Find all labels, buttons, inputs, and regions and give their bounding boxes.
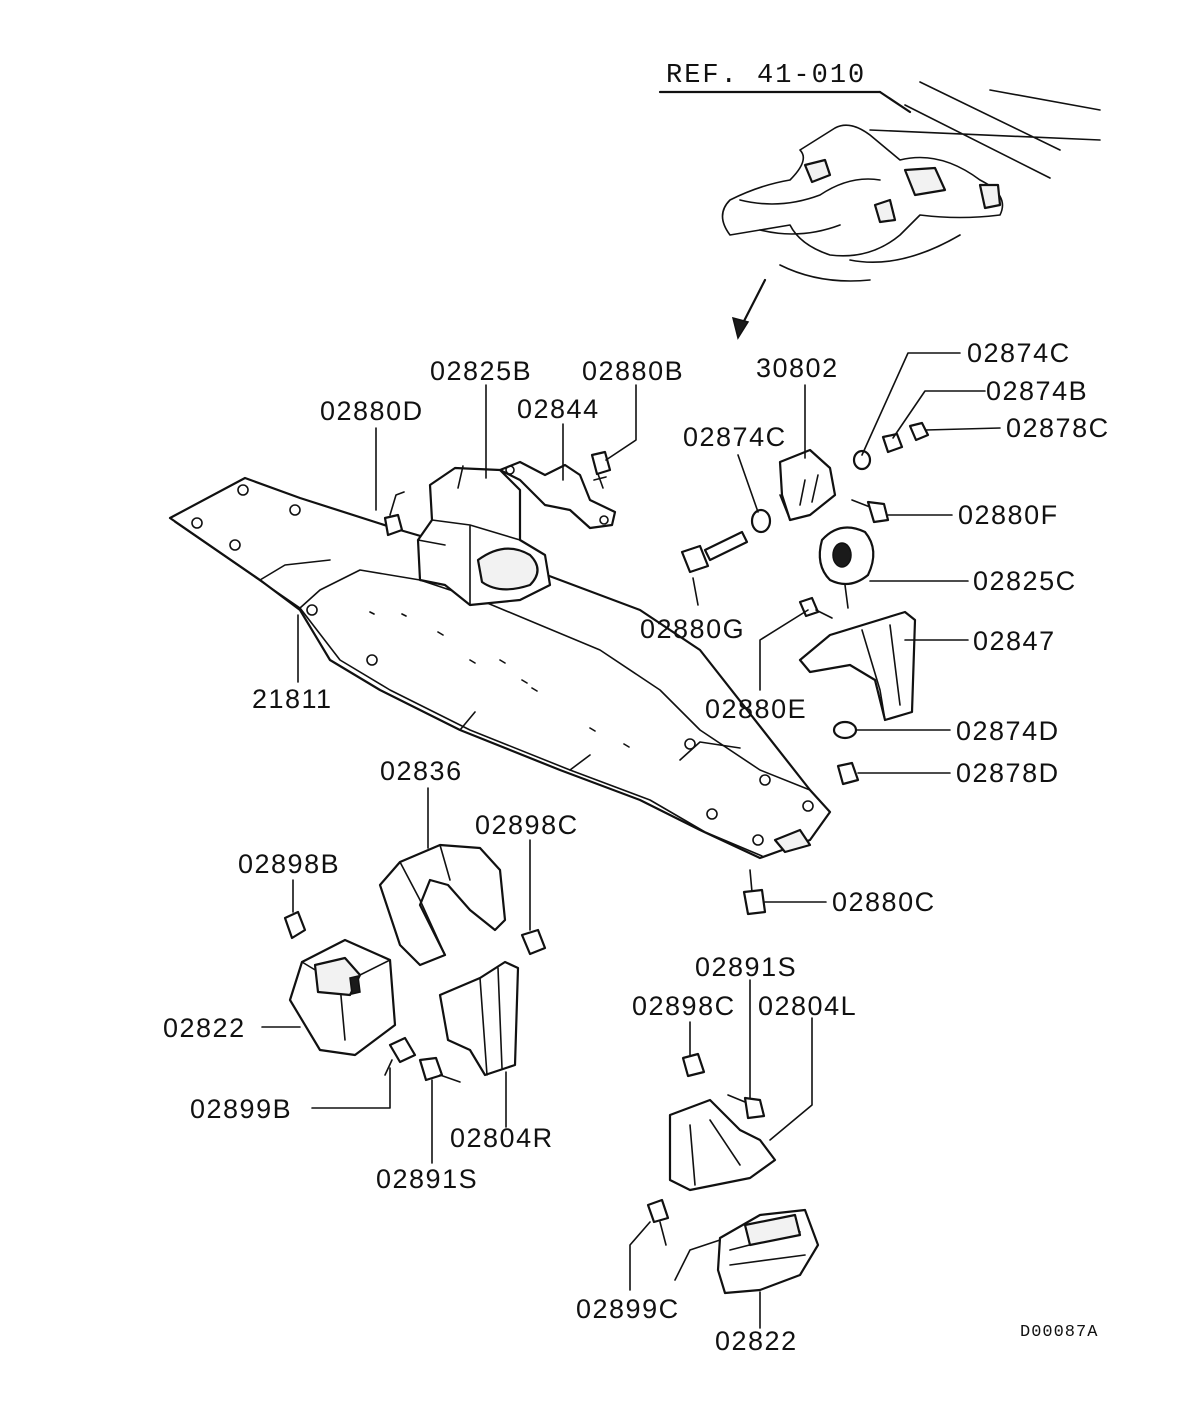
label-02844: 02844 [517, 394, 600, 424]
label-02847: 02847 [973, 626, 1056, 656]
nut-02898C-left [520, 928, 547, 956]
bracket-30802 [778, 448, 837, 522]
bolt-02880F [851, 499, 890, 524]
label-02825C: 02825C [973, 566, 1077, 596]
bolt-02880D [383, 491, 405, 537]
label-02822-bottom: 02822 [715, 1326, 798, 1356]
reference-label: REF. 41-010 [666, 61, 866, 91]
label-02880F: 02880F [958, 500, 1059, 530]
washer-02874B [881, 432, 904, 454]
bracket-02804L [668, 1098, 777, 1192]
label-02880C: 02880C [832, 887, 936, 917]
label-02891S-left: 02891S [376, 1164, 478, 1194]
label-02880B: 02880B [582, 356, 684, 386]
label-02822-left: 02822 [163, 1013, 246, 1043]
label-02880G: 02880G [640, 614, 745, 644]
washer-02874C-left [750, 508, 772, 534]
bracket-02844 [498, 460, 617, 530]
nut-02898B [283, 910, 307, 940]
nut-02878D [836, 761, 860, 786]
label-02891S-right: 02891S [695, 952, 797, 982]
washer-02874C-top [852, 449, 872, 471]
label-21811: 21811 [252, 684, 333, 714]
bolt-02899C [646, 1198, 670, 1246]
label-02874B: 02874B [986, 376, 1088, 406]
heat-shield-02836 [378, 843, 507, 967]
label-02898C-left: 02898C [475, 810, 579, 840]
label-02880E: 02880E [705, 694, 807, 724]
leader-lines [261, 352, 1001, 1329]
reference-frame-inset [658, 81, 1101, 340]
label-02836: 02836 [380, 756, 463, 786]
label-02878D: 02878D [956, 758, 1060, 788]
label-02898B: 02898B [238, 849, 340, 879]
engine-mount-02825B [416, 465, 552, 607]
label-02899C: 02899C [576, 1294, 680, 1324]
washer-02874D [832, 720, 858, 740]
bolt-02880G [680, 530, 749, 574]
label-30802: 30802 [756, 353, 839, 383]
label-02874D: 02874D [956, 716, 1060, 746]
nut-02878C [908, 421, 930, 442]
label-02874C-top: 02874C [967, 338, 1071, 368]
engine-mount-02822-bottom [716, 1208, 820, 1295]
bolt-02880C [742, 869, 767, 916]
bolt-02899B [384, 1036, 417, 1076]
drawing-code: D00087A [1020, 1323, 1098, 1342]
label-02880D: 02880D [320, 396, 424, 426]
label-02874C-left: 02874C [683, 422, 787, 452]
label-02804L: 02804L [758, 991, 857, 1021]
bushing-02825C [818, 526, 875, 609]
bolt-02880B [590, 450, 612, 489]
label-02825B: 02825B [430, 356, 532, 386]
engine-mount-02822-left [288, 938, 397, 1057]
bolt-02891S-right [727, 1094, 766, 1120]
label-02804R: 02804R [450, 1123, 554, 1153]
label-02878C: 02878C [1006, 413, 1110, 443]
bracket-02847 [798, 610, 917, 722]
bolt-02880E [798, 596, 833, 619]
label-02898C-right: 02898C [632, 991, 736, 1021]
label-02899B: 02899B [190, 1094, 292, 1124]
part-labels: REF. 41-010 02874C 02874B 02878C 30802 0… [163, 61, 1110, 1356]
nut-02898C-right [681, 1052, 706, 1078]
bracket-02804R [438, 960, 520, 1077]
bolt-02891S-left [418, 1056, 461, 1083]
